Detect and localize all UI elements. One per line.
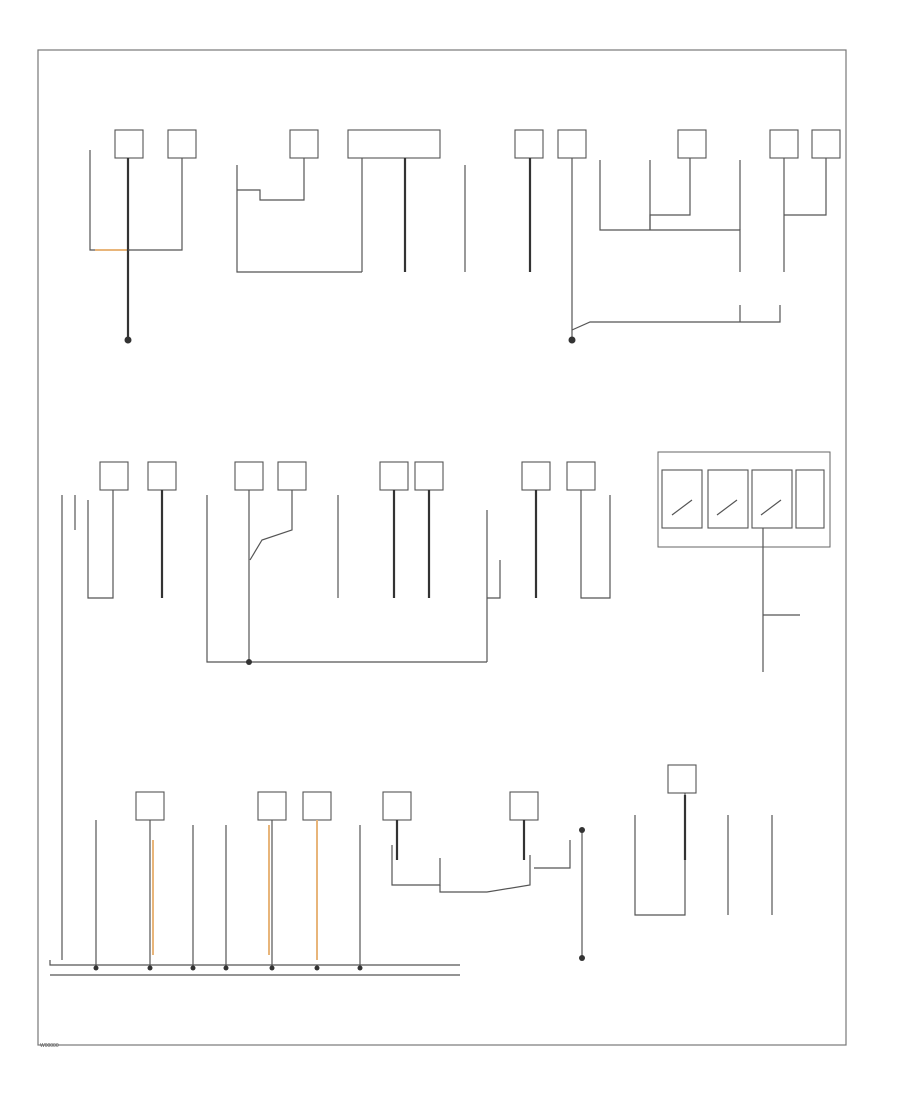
component-block: [379, 461, 409, 491]
relay: [795, 469, 825, 529]
component-block: [521, 461, 551, 491]
wire: [571, 305, 781, 331]
ground-point: [314, 965, 320, 971]
component-block: [167, 129, 197, 159]
wire: [487, 560, 501, 599]
relay-contact: [671, 499, 782, 516]
top-section: [89, 129, 841, 344]
ground-point: [269, 965, 275, 971]
ground-point: [93, 965, 99, 971]
component-block: [382, 791, 412, 821]
component-block: [257, 791, 287, 821]
component-block: [234, 461, 264, 491]
component-block: [114, 129, 144, 159]
relay-box: [657, 451, 831, 548]
relay: [661, 469, 703, 529]
component-block: [677, 129, 707, 159]
component-block: [302, 791, 332, 821]
relay: [707, 469, 749, 529]
ground-point: [357, 965, 363, 971]
wire: [649, 158, 691, 230]
wire: [439, 855, 531, 893]
wire: [128, 158, 183, 251]
component-block: [147, 461, 177, 491]
component-block: [347, 129, 441, 159]
component-block: [99, 461, 129, 491]
component-block: [557, 129, 587, 159]
wire: [634, 793, 686, 916]
wire: [206, 495, 487, 663]
wire: [87, 490, 114, 599]
component-block: [277, 461, 307, 491]
relay: [751, 469, 793, 529]
component-block: [509, 791, 539, 821]
ground-point: [124, 336, 132, 344]
ground-point: [190, 965, 196, 971]
component-block: [414, 461, 444, 491]
ground-point: [568, 336, 576, 344]
bottom-section: [49, 764, 773, 976]
wire: [391, 845, 441, 886]
diagram-frame: [37, 49, 847, 1046]
ground-point: [579, 955, 585, 961]
wire: [784, 158, 827, 216]
wire: [236, 165, 362, 273]
ground-point: [579, 827, 585, 833]
diagram-code: W00000: [40, 1043, 59, 1049]
component-block: [289, 129, 319, 159]
middle-section: [61, 451, 831, 960]
component-block: [811, 129, 841, 159]
wire: [599, 160, 741, 272]
ground-point: [147, 965, 153, 971]
wire: [534, 840, 571, 869]
component-block: [514, 129, 544, 159]
component-block: [566, 461, 596, 491]
component-block: [135, 791, 165, 821]
wire: [249, 490, 293, 561]
wire: [580, 490, 611, 599]
wire: [89, 150, 130, 251]
component-block: [769, 129, 799, 159]
ground-point: [246, 659, 252, 665]
ground-point: [223, 965, 229, 971]
ground-bus: [49, 960, 460, 966]
wire: [237, 158, 305, 201]
component-block: [667, 764, 697, 794]
